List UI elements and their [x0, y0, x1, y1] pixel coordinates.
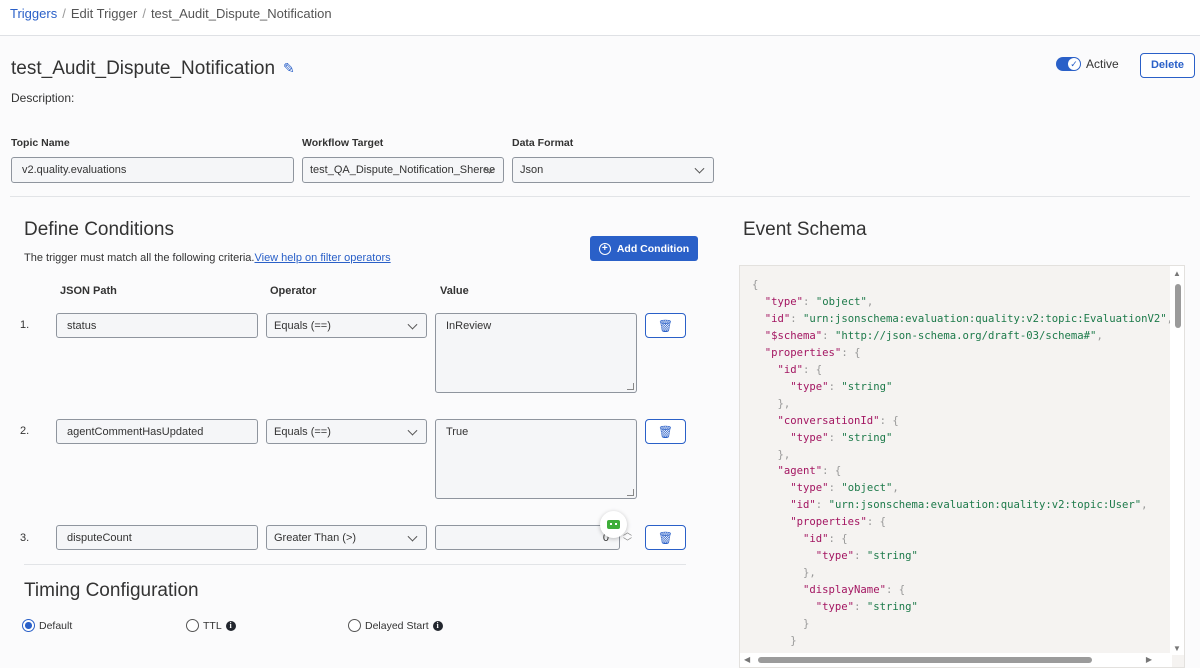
description-label: Description: — [11, 91, 75, 105]
vertical-scrollbar[interactable]: ▲ ▼ — [1170, 266, 1184, 655]
radio-button[interactable] — [186, 619, 199, 632]
trash-icon: 🗑 — [657, 318, 674, 333]
col-json-path: JSON Path — [60, 285, 117, 297]
schema-line: "type": "string" — [790, 380, 893, 393]
col-operator: Operator — [270, 285, 317, 297]
schema-line: "$schema": "http://json-schema.org/draft… — [764, 329, 1103, 342]
breadcrumb: Triggers/Edit Trigger/test_Audit_Dispute… — [10, 6, 332, 21]
row-number: 2. — [20, 425, 30, 437]
trash-icon: 🗑 — [657, 530, 674, 545]
row-number: 1. — [20, 319, 30, 331]
add-condition-button[interactable]: + Add Condition — [590, 236, 698, 261]
topic-name-label: Topic Name — [11, 137, 70, 149]
delete-condition-button[interactable]: 🗑 — [645, 313, 686, 338]
schema-line: "type": "string" — [790, 431, 893, 444]
scroll-up-icon[interactable]: ▲ — [1173, 269, 1181, 278]
schema-line: "type": "object", — [764, 295, 874, 308]
divider — [24, 564, 686, 565]
schema-line: "type": "string" — [815, 601, 918, 614]
divider — [10, 196, 1190, 197]
schema-line: { — [752, 279, 759, 291]
schema-line: "agent": { — [777, 465, 842, 478]
value-textarea[interactable]: True — [435, 419, 637, 499]
operator-value: Equals (==) — [274, 425, 331, 438]
breadcrumb-current: test_Audit_Dispute_Notification — [150, 6, 332, 21]
schema-line: "properties": { — [764, 346, 861, 359]
define-conditions-heading: Define Conditions — [24, 219, 174, 240]
topic-name-input[interactable]: v2.quality.evaluations — [11, 157, 294, 183]
workflow-target-select[interactable]: test_QA_Dispute_Notification_Sheree — [302, 157, 504, 183]
info-icon[interactable]: i — [225, 620, 236, 631]
data-format-label: Data Format — [512, 137, 574, 149]
radio-label: Default — [39, 619, 73, 632]
data-format-value: Json — [520, 164, 544, 176]
timing-configuration-heading: Timing Configuration — [24, 580, 199, 601]
active-label: Active — [1086, 57, 1119, 71]
plus-circle-icon: + — [598, 242, 611, 255]
radio-label: TTL — [203, 619, 222, 632]
number-spinner[interactable]: ︿﹀ — [623, 527, 633, 547]
value-number-input[interactable]: 0 — [435, 525, 620, 550]
schema-line: "id": "urn:jsonschema:evaluation:quality… — [790, 499, 1148, 512]
operator-select[interactable]: Equals (==) — [266, 419, 427, 444]
schema-line: "type": "string" — [815, 550, 918, 563]
horizontal-scrollbar[interactable]: ◀ ▶ — [740, 653, 1172, 667]
schema-line: "id": { — [777, 363, 823, 376]
schema-line: }, — [752, 448, 791, 461]
operator-value: Greater Than (>) — [274, 531, 357, 544]
breadcrumb-triggers[interactable]: Triggers — [10, 6, 58, 21]
radio-label: Delayed Start — [365, 619, 429, 632]
schema-line: "id": "urn:jsonschema:evaluation:quality… — [764, 312, 1173, 325]
radio-button[interactable] — [348, 619, 361, 632]
criteria-description: The trigger must match all the following… — [24, 252, 255, 264]
delete-condition-button[interactable]: 🗑 — [645, 525, 686, 550]
workflow-target-label: Workflow Target — [302, 137, 384, 149]
operator-select[interactable]: Equals (==) — [266, 313, 427, 338]
schema-line: } — [752, 635, 797, 648]
info-icon[interactable]: i — [432, 620, 443, 631]
operator-value: Equals (==) — [274, 319, 331, 332]
col-value: Value — [440, 285, 469, 297]
schema-line: "type": "object", — [790, 482, 899, 495]
edit-pencil-icon[interactable]: ✎ — [283, 60, 295, 76]
row-number: 3. — [20, 532, 30, 544]
criteria-text: The trigger must match all the following… — [24, 252, 391, 264]
divider — [0, 35, 1200, 36]
json-path-input[interactable]: status — [56, 313, 258, 338]
data-format-select[interactable]: Json — [512, 157, 714, 183]
schema-line: } — [752, 618, 810, 631]
scroll-down-icon[interactable]: ▼ — [1173, 644, 1181, 653]
workflow-target-value: test_QA_Dispute_Notification_Sheree — [310, 164, 496, 176]
password-manager-icon[interactable] — [600, 511, 627, 538]
schema-line: "conversationId": { — [777, 414, 899, 427]
schema-line: "id": { — [803, 533, 848, 546]
scroll-right-icon[interactable]: ▶ — [1145, 655, 1152, 664]
json-path-input[interactable]: agentCommentHasUpdated — [56, 419, 258, 444]
event-schema-viewer[interactable]: { "type": "object", "id": "urn:jsonschem… — [739, 265, 1185, 668]
trash-icon: 🗑 — [657, 424, 674, 439]
schema-line: }, — [752, 567, 816, 580]
value-textarea[interactable]: InReview — [435, 313, 637, 393]
scroll-left-icon[interactable]: ◀ — [744, 655, 751, 664]
scroll-thumb[interactable] — [758, 657, 1092, 663]
delete-condition-button[interactable]: 🗑 — [645, 419, 686, 444]
radio-button[interactable] — [22, 619, 35, 632]
filter-help-link[interactable]: View help on filter operators — [254, 252, 391, 264]
schema-code: { "type": "object", "id": "urn:jsonschem… — [752, 277, 1173, 667]
breadcrumb-edit-trigger[interactable]: Edit Trigger — [70, 6, 138, 21]
json-path-input[interactable]: disputeCount — [56, 525, 258, 550]
page-title: test_Audit_Dispute_Notification — [11, 58, 276, 79]
schema-line: }, — [752, 397, 791, 410]
schema-line: "properties": { — [790, 516, 886, 529]
radio-default[interactable]: Default — [22, 619, 72, 632]
schema-line: "displayName": { — [803, 584, 906, 597]
active-toggle[interactable] — [1056, 57, 1081, 71]
delete-button[interactable]: Delete — [1140, 53, 1195, 78]
event-schema-heading: Event Schema — [743, 219, 867, 240]
scroll-thumb[interactable] — [1175, 284, 1181, 328]
operator-select[interactable]: Greater Than (>) — [266, 525, 427, 550]
add-condition-label: Add Condition — [616, 242, 690, 255]
